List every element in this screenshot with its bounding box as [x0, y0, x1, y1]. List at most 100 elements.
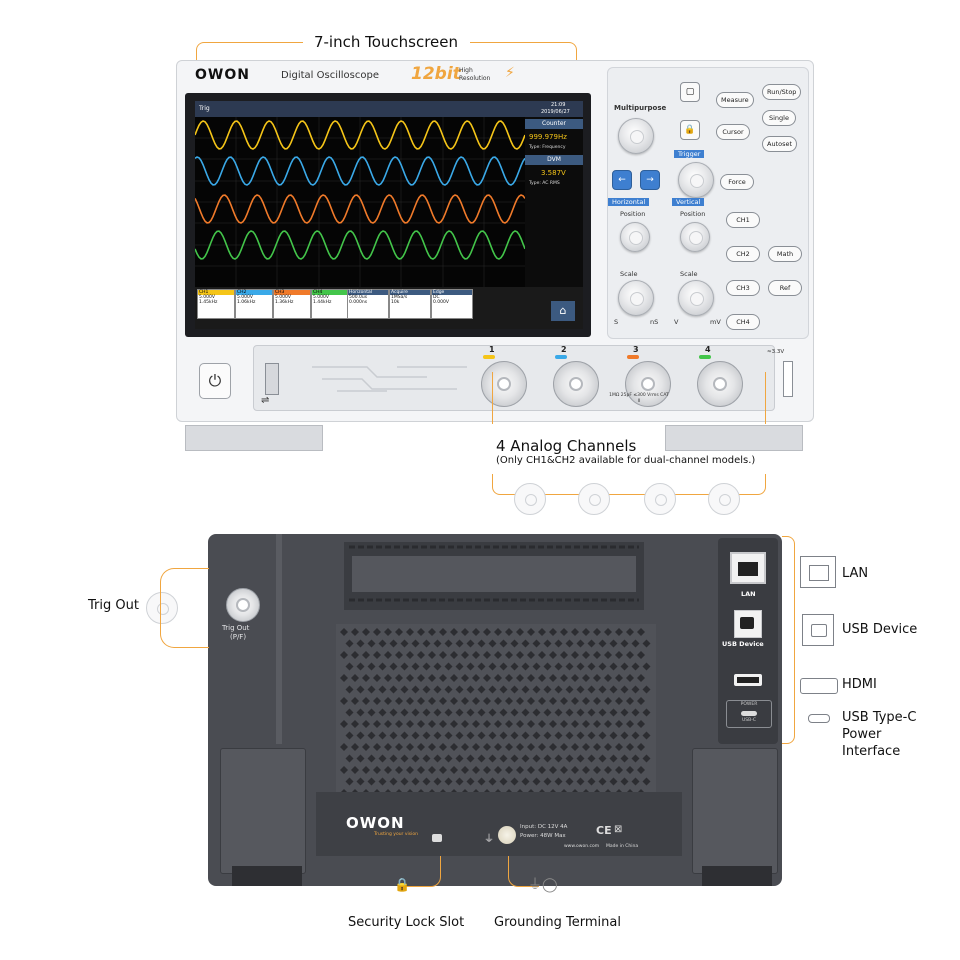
- lan-port[interactable]: [730, 552, 766, 584]
- trig-out-connector[interactable]: [226, 588, 260, 622]
- grill-hole: [538, 766, 546, 774]
- grill-hole: [340, 628, 348, 636]
- grill-hole: [582, 628, 590, 636]
- ref-button[interactable]: Ref: [768, 280, 802, 296]
- edge-box-value-1: DC: [433, 295, 440, 300]
- counter-value: 999.979Hz: [529, 133, 567, 141]
- bit-badge: 12bit: [411, 64, 461, 84]
- vertical-position-knob[interactable]: [680, 222, 710, 252]
- dvm-header: DVM: [525, 155, 583, 165]
- grill-hole: [384, 697, 392, 705]
- math-button[interactable]: Math: [768, 246, 802, 262]
- scale-mv-label: mV: [710, 318, 721, 326]
- ch3-button[interactable]: CH3: [726, 280, 760, 296]
- front-usb-port[interactable]: [265, 363, 279, 395]
- multipurpose-knob[interactable]: [618, 118, 654, 154]
- grill-hole: [615, 651, 623, 659]
- channel-status-freq: 1.45kHz: [199, 300, 218, 305]
- touchscreen[interactable]: Trig 21:09 2019/06/27 Counter 999.: [195, 101, 583, 329]
- grill-hole: [395, 766, 403, 774]
- grill-hole: [516, 743, 524, 751]
- grill-hole: [367, 731, 376, 740]
- force-button[interactable]: Force: [720, 174, 754, 190]
- autoset-button[interactable]: Autoset: [762, 136, 798, 152]
- run-stop-button[interactable]: Run/Stop: [762, 84, 802, 100]
- grill-hole: [538, 743, 546, 751]
- grill-hole: [395, 720, 403, 728]
- home-icon[interactable]: ⌂: [551, 301, 575, 321]
- grill-hole: [406, 766, 414, 774]
- grill-hole: [571, 651, 579, 659]
- grill-hole: [422, 754, 431, 763]
- grill-hole: [615, 628, 623, 636]
- grill-hole: [593, 697, 601, 705]
- grill-hole: [494, 743, 502, 751]
- screen-top-bar: [195, 101, 583, 117]
- security-lock-callout-icon: 🔒: [394, 878, 411, 893]
- usb-device-port[interactable]: [734, 610, 762, 638]
- edge-box[interactable]: Edge DC 0.000V: [431, 289, 473, 319]
- bit-badge-sub1: High: [459, 67, 473, 74]
- horizontal-scale-knob[interactable]: [618, 280, 654, 316]
- cursor-button[interactable]: Cursor: [716, 124, 750, 140]
- channel-4-input[interactable]: [697, 361, 743, 407]
- rear-foot-left: [232, 866, 302, 886]
- grill-hole: [510, 708, 519, 717]
- trigger-knob[interactable]: [678, 162, 714, 198]
- grill-hole: [461, 674, 469, 682]
- grill-hole: [587, 708, 596, 717]
- measure-button[interactable]: Measure: [716, 92, 754, 108]
- usbc-power-port[interactable]: POWER USB-C: [726, 700, 772, 728]
- security-lock-slot[interactable]: [432, 834, 442, 842]
- grill-hole: [417, 697, 425, 705]
- grill-hole: [521, 777, 530, 786]
- channel-number-3: 3: [633, 345, 639, 354]
- vertical-scale-knob[interactable]: [678, 280, 714, 316]
- grill-hole: [620, 662, 629, 671]
- arrow-right-button[interactable]: →: [640, 170, 660, 190]
- screen-side-panel: Counter 999.979Hz Type: Frequency DVM 3.…: [525, 117, 583, 287]
- channel-2-input[interactable]: [553, 361, 599, 407]
- single-button[interactable]: Single: [762, 110, 796, 126]
- grill-hole: [428, 651, 436, 659]
- grill-hole: [631, 685, 640, 694]
- grill-hole: [615, 766, 623, 774]
- hdmi-callout-label: HDMI: [842, 677, 877, 692]
- grill-hole: [516, 697, 524, 705]
- dvm-value: 3.587V: [541, 169, 566, 177]
- grounding-terminal[interactable]: [498, 826, 516, 844]
- grill-hole: [450, 697, 458, 705]
- probe-comp-terminal[interactable]: [783, 361, 793, 397]
- channel-3-input[interactable]: [625, 361, 671, 407]
- arrow-left-button[interactable]: ←: [612, 170, 632, 190]
- horizontal-position-knob[interactable]: [620, 222, 650, 252]
- usbc-callout-icon: [808, 714, 830, 723]
- horizontal-box[interactable]: Horizontal 500.0us 0.000ns: [347, 289, 389, 319]
- acquire-box[interactable]: Acquire 1MSa/s 10k: [389, 289, 431, 319]
- grill-hole: [384, 743, 392, 751]
- grill-hole: [362, 743, 370, 751]
- power-button[interactable]: ⏻: [199, 363, 231, 399]
- ch1-button[interactable]: CH1: [726, 212, 760, 228]
- grill-hole: [455, 777, 464, 786]
- grill-hole: [538, 628, 546, 636]
- ch2-button[interactable]: CH2: [726, 246, 760, 262]
- grill-hole: [345, 685, 354, 694]
- lock-icon-button[interactable]: 🔒: [680, 120, 700, 140]
- grill-hole: [582, 743, 590, 751]
- menu-icon-button[interactable]: ▢: [680, 82, 700, 102]
- channel-1-input[interactable]: [481, 361, 527, 407]
- grill-hole: [626, 743, 634, 751]
- hdmi-port[interactable]: [734, 674, 762, 686]
- ch4-button[interactable]: CH4: [726, 314, 760, 330]
- grill-hole: [565, 777, 574, 786]
- grill-hole: [461, 720, 469, 728]
- screen-menu-trig[interactable]: Trig: [199, 105, 210, 112]
- grill-hole: [395, 628, 403, 636]
